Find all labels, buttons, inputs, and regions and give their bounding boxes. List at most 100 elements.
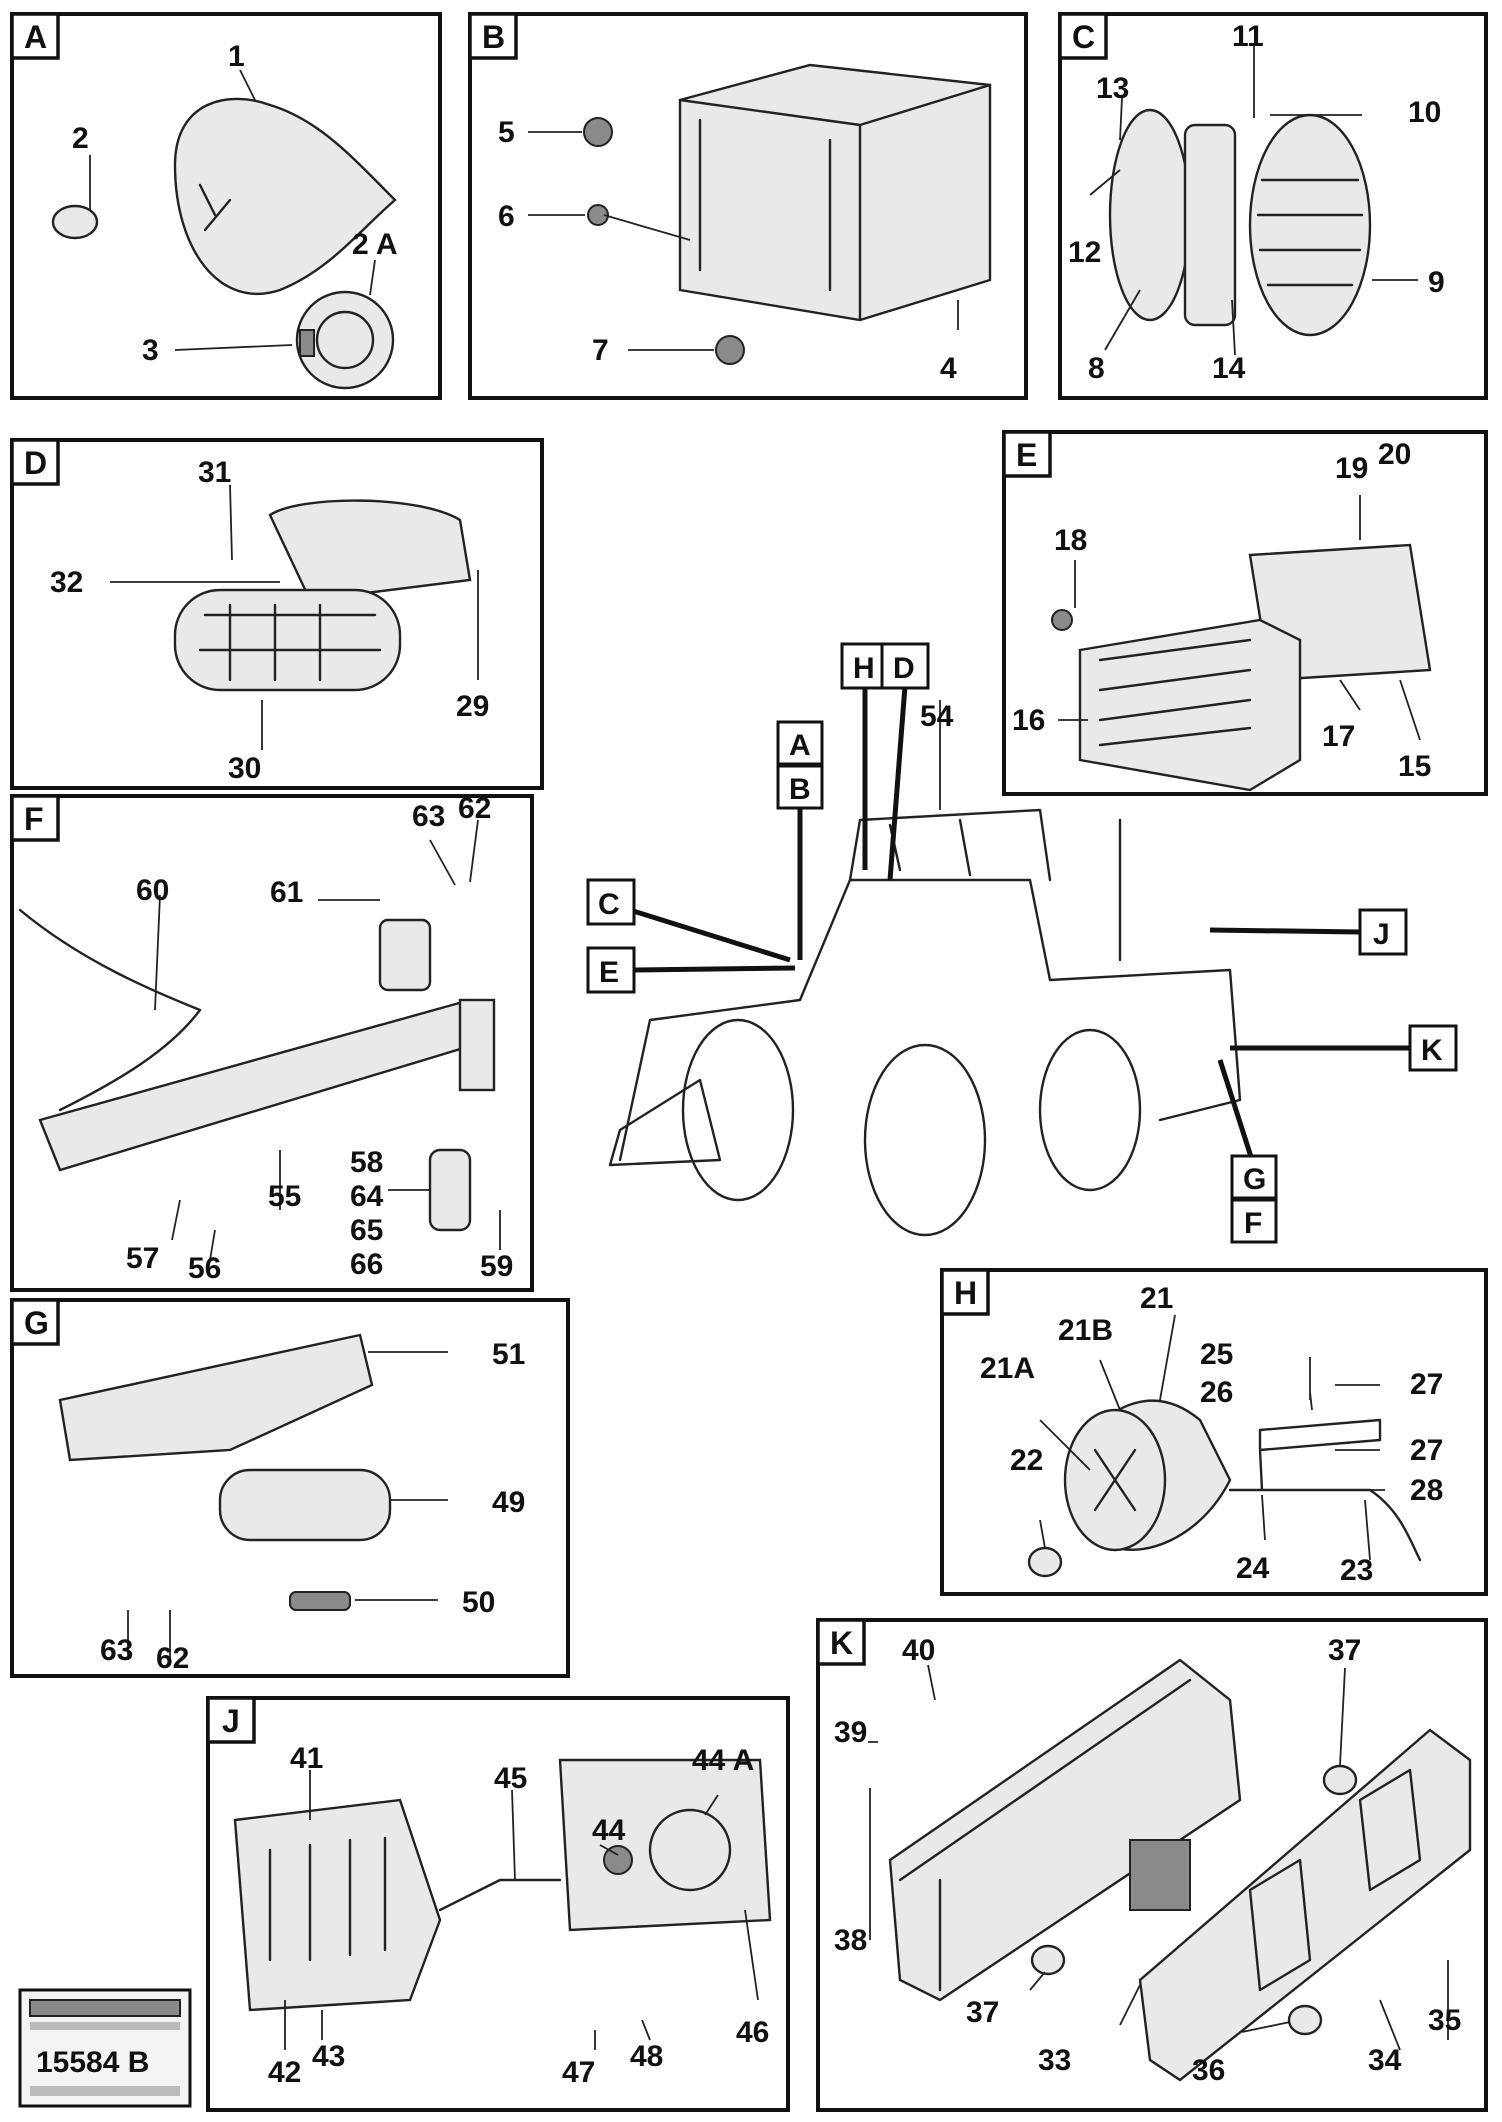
side-lamp-16 [1078, 618, 1302, 792]
tail-lamp-edges [898, 1678, 1192, 1992]
label-f-62: 62 [458, 792, 491, 825]
machine-tag-d: D [893, 652, 915, 685]
label-f-61: 61 [270, 876, 303, 909]
bulb-37-top [1322, 1764, 1358, 1796]
rear-lamp-segments [198, 603, 382, 682]
panel-k-leaders [868, 1664, 1449, 2051]
panel-j: J 41 45 44 A 44 42 43 47 48 46 [206, 1696, 790, 2112]
machine-tag-g: G [1243, 1163, 1266, 1196]
label-f-57: 57 [126, 1242, 159, 1275]
label-h-23: 23 [1340, 1554, 1373, 1587]
machine-view: 54 A B H D C E J K G F [586, 642, 1458, 1244]
lamp-lens-ribs [1256, 178, 1364, 287]
label-c-11: 11 [1232, 20, 1264, 53]
lamp-base-plate [1108, 108, 1192, 322]
panel-a-letter-box [10, 12, 60, 60]
panel-c-letter-box [1058, 12, 1108, 60]
label-h-24: 24 [1236, 1552, 1270, 1585]
tail-lamp-housing [888, 1658, 1242, 2002]
stamp-subtitle-bar [30, 2022, 180, 2030]
bracket-51 [58, 1333, 374, 1462]
panel-g: G 51 49 50 63 62 [10, 1298, 570, 1678]
machine-tag-g-box [1230, 1154, 1278, 1200]
lamp-58 [428, 1148, 472, 1232]
label-f-58: 58 [350, 1146, 383, 1179]
label-a-2a: 2 A [352, 228, 398, 261]
panel-g-leaders [127, 1351, 448, 1660]
panel-k: K 40 37 39 38 37 33 36 34 35 [816, 1618, 1488, 2112]
lamp-wire [438, 1878, 562, 1912]
label-j-47: 47 [562, 2056, 595, 2089]
bulb-22 [1027, 1546, 1063, 1578]
label-a-3: 3 [142, 334, 159, 367]
panel-a-frame [10, 12, 442, 400]
head-lamp-bracket-wiring [1228, 1418, 1422, 1562]
panel-d-leaders [110, 484, 479, 750]
label-e-16: 16 [1012, 704, 1045, 737]
label-e-15: 15 [1398, 750, 1431, 783]
panel-k-letter-box [816, 1618, 866, 1666]
panel-a-letter: A [24, 19, 47, 55]
label-f-63: 63 [412, 800, 445, 833]
machine-tag-k-box [1408, 1024, 1458, 1072]
machine-tag-f: F [1244, 1207, 1262, 1240]
lamp-bulb-cap [295, 290, 395, 390]
tail-lamp-lens-segments [1248, 1768, 1422, 1992]
stamp-logo-bar [29, 1999, 181, 2017]
side-lamp-grille [1098, 638, 1252, 747]
label-f-60: 60 [136, 874, 169, 907]
machine-tag-b-box [776, 764, 824, 810]
stamp-footer-bar [30, 2086, 180, 2096]
stamp-code: 15584 B [36, 2046, 149, 2079]
machine-tag-c-box [586, 878, 636, 926]
label-e-18: 18 [1054, 524, 1087, 557]
lamp-bracket-d [268, 499, 472, 602]
panel-c-frame [1058, 12, 1488, 400]
rear-lamp-housing [173, 588, 402, 692]
panel-d-letter: D [24, 445, 47, 481]
label-k-39: 39 [834, 1716, 867, 1749]
panel-f-frame [10, 794, 534, 1292]
lamp-screw [299, 329, 315, 357]
panel-a: A 1 2 2 A 3 [10, 12, 442, 400]
label-k-40: 40 [902, 1634, 935, 1667]
panel-e-letter: E [1016, 437, 1037, 473]
machine-tag-h: H [853, 652, 875, 685]
label-d-31: 31 [198, 456, 231, 489]
label-k-33: 33 [1038, 2044, 1071, 2077]
label-c-8: 8 [1088, 352, 1105, 385]
label-g-51: 51 [492, 1338, 525, 1371]
label-d-30: 30 [228, 752, 261, 785]
work-lamp-grille [268, 1836, 387, 1962]
label-c-9: 9 [1428, 266, 1445, 299]
label-d-32: 32 [50, 566, 83, 599]
machine-tag-a-box [776, 720, 824, 766]
panel-j-leaders [284, 1770, 759, 2050]
label-f-65: 65 [350, 1214, 383, 1247]
label-h-27b: 27 [1410, 1434, 1443, 1467]
label-k-36: 36 [1192, 2054, 1225, 2087]
light-guard-edges [678, 83, 992, 322]
machine-tag-f-box [1230, 1198, 1278, 1244]
lamp-bracket [51, 204, 99, 240]
panel-k-frame [816, 1618, 1488, 2112]
panel-g-letter: G [24, 1305, 49, 1341]
screw-18 [1051, 609, 1073, 631]
panel-e-frame [1002, 430, 1488, 796]
label-c-10: 10 [1408, 96, 1441, 129]
machine-tag-d-box [880, 642, 930, 690]
nut-7 [715, 335, 745, 365]
rear-wheel [1038, 1028, 1142, 1192]
panel-c: C 11 13 10 12 9 8 14 [1058, 12, 1488, 400]
machine-tag-k: K [1421, 1034, 1443, 1067]
machine-tag-e: E [599, 956, 619, 989]
front-wheel [681, 1018, 795, 1202]
panel-d-frame [10, 438, 544, 790]
label-c-13: 13 [1096, 72, 1129, 105]
light-guard-box [678, 63, 992, 322]
panel-g-frame [10, 1298, 570, 1678]
label-j-48: 48 [630, 2040, 663, 2073]
label-g-49: 49 [492, 1486, 525, 1519]
label-k-37-bottom: 37 [966, 1996, 999, 2029]
